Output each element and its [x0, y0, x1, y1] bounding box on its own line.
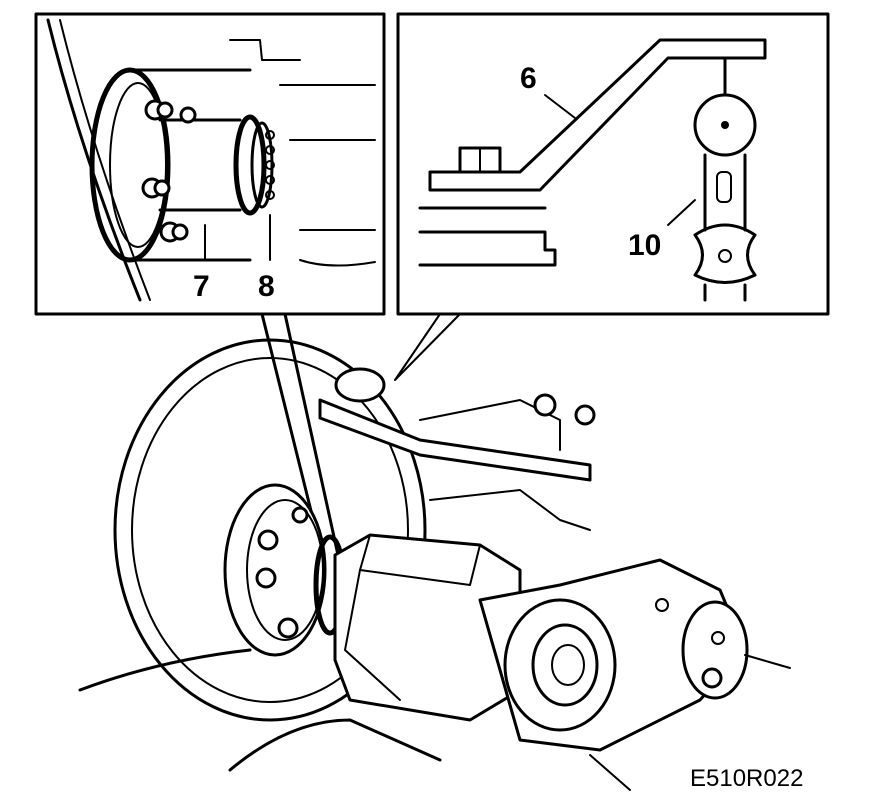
hub-flange-inner — [109, 82, 167, 248]
shaft-flange — [503, 598, 617, 732]
figure-id: E510R022 — [690, 765, 803, 792]
leader-right — [744, 654, 791, 669]
dial-gauge-illustration — [693, 56, 757, 302]
gauge-body — [703, 153, 747, 232]
bg-bracket — [229, 39, 301, 61]
hub-bolts — [141, 99, 197, 243]
brake-disc-outer — [113, 338, 427, 722]
callout-6: 6 — [520, 62, 537, 95]
main-bolt-1 — [257, 529, 279, 551]
ground-line-center — [228, 718, 442, 772]
bearing-inner — [250, 121, 274, 209]
callout-10: 10 — [628, 229, 661, 262]
hub-shaft — [158, 118, 242, 212]
leader-10 — [667, 199, 696, 226]
brake-disc-inner — [131, 357, 409, 703]
leader-lower — [589, 754, 631, 791]
main-bolt-4 — [291, 506, 309, 524]
inset-left-pointer-b — [283, 312, 340, 557]
callout-8: 8 — [258, 270, 275, 303]
inset-left-frame — [34, 12, 386, 316]
main-hub-flange — [223, 483, 327, 657]
base-line-2 — [418, 230, 557, 267]
bg-curve — [299, 259, 376, 267]
main-assembly — [78, 338, 791, 791]
inset-right-pointer — [394, 313, 461, 381]
bearing-ring-illustration — [233, 114, 275, 216]
main-bolt-3 — [277, 617, 299, 639]
fixture-arm — [318, 398, 592, 482]
wheel-hub-illustration — [89, 67, 252, 263]
callout-7: 7 — [193, 270, 210, 303]
bearing-outer — [233, 114, 267, 216]
inset-left: 7 8 — [34, 12, 386, 316]
hub-body — [128, 68, 252, 262]
bg-structure — [279, 84, 376, 231]
ground-line-left — [78, 648, 252, 692]
measuring-tool-illustration — [418, 38, 767, 267]
inset-right: 6 10 — [396, 12, 830, 316]
gauge-clamp — [693, 223, 757, 284]
side-cover — [681, 600, 749, 700]
main-bolt-2 — [255, 567, 277, 589]
leader-6 — [544, 94, 576, 119]
fixture-knob — [334, 367, 386, 403]
tool-arm — [428, 38, 767, 192]
